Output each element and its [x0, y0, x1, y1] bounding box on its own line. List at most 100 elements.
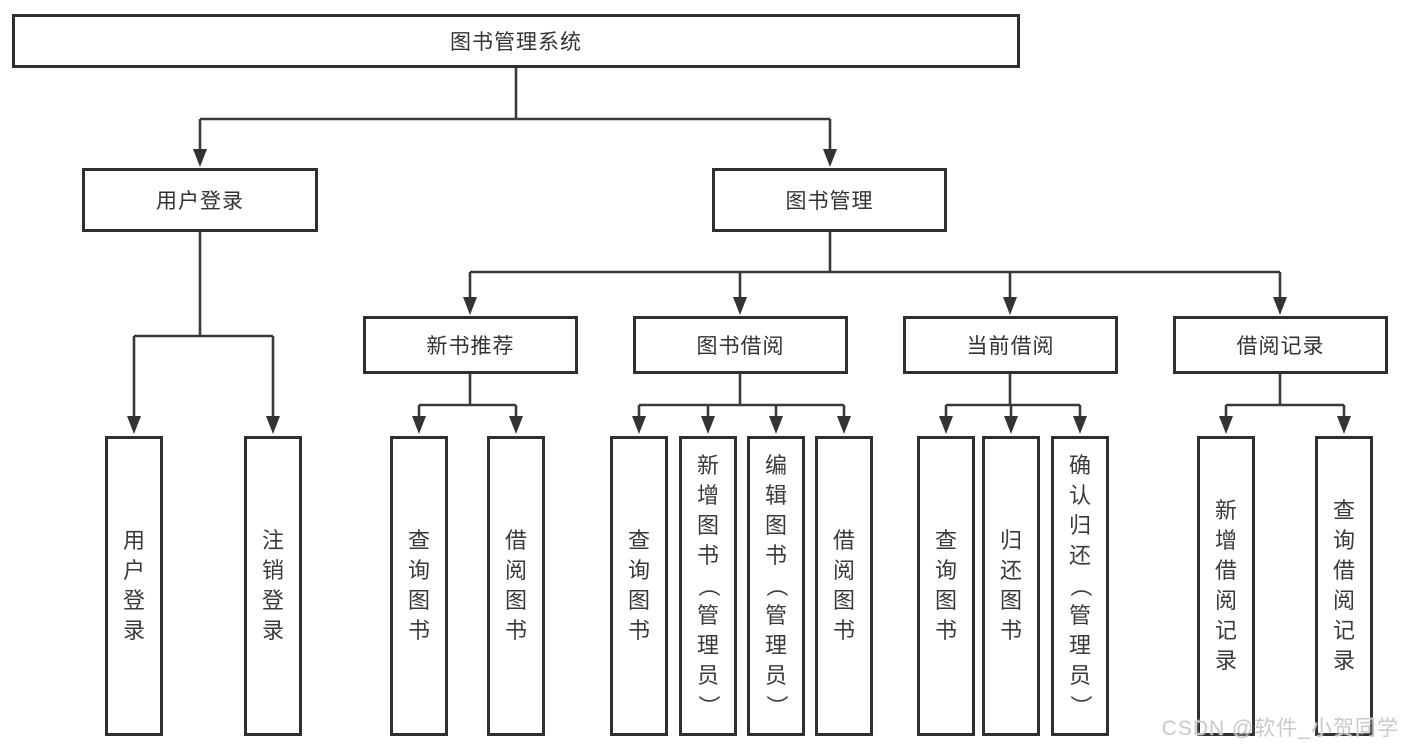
vertical-char: （	[763, 574, 789, 598]
node-label: 新书推荐	[426, 335, 515, 358]
node-current-borrowing: 当前借阅	[903, 316, 1118, 374]
leaf-logout-login: 注销登录	[244, 436, 302, 736]
vertical-char: 阅	[504, 558, 527, 583]
vertical-char: 图	[407, 588, 430, 613]
vertical-char: 询	[627, 558, 650, 583]
vertical-char: 图	[999, 588, 1022, 613]
node-book-management: 图书管理	[712, 168, 947, 232]
vertical-char: 录	[122, 618, 145, 643]
node-book-borrowing: 图书借阅	[633, 316, 848, 374]
vertical-char: 图	[696, 513, 719, 538]
vertical-char: 归	[999, 528, 1022, 553]
vertical-char: （	[1067, 574, 1093, 598]
vertical-char: 增	[696, 483, 719, 508]
vertical-char: 图	[504, 588, 527, 613]
vertical-char: 员	[764, 663, 787, 688]
vertical-char: 图	[832, 588, 855, 613]
vertical-char: 借	[832, 528, 855, 553]
vertical-char: 户	[122, 558, 145, 583]
vertical-char: 员	[696, 663, 719, 688]
vertical-char: 新	[696, 453, 719, 478]
vertical-char: 查	[1332, 498, 1355, 523]
vertical-char: ）	[763, 694, 789, 718]
leaf-user-login: 用户登录	[105, 436, 163, 736]
vertical-char: 登	[261, 588, 284, 613]
vertical-char: 书	[627, 618, 650, 643]
vertical-char: 理	[1068, 633, 1091, 658]
vertical-char: 图	[627, 588, 650, 613]
vertical-char: 销	[261, 558, 284, 583]
vertical-char: 还	[999, 558, 1022, 583]
vertical-char: 员	[1068, 663, 1091, 688]
vertical-char: 查	[407, 528, 430, 553]
vertical-char: 图	[764, 513, 787, 538]
vertical-char: 录	[261, 618, 284, 643]
leaf-confirm-return-admin: 确认归还 （ 管理员 ）	[1051, 436, 1109, 736]
leaf-query-books-current: 查询图书	[917, 436, 975, 736]
node-label: 借阅记录	[1236, 335, 1325, 358]
vertical-char: 阅	[832, 558, 855, 583]
vertical-char: 询	[1332, 528, 1355, 553]
node-library-management-system: 图书管理系统	[12, 14, 1020, 68]
vertical-char: 归	[1068, 513, 1091, 538]
leaf-borrow-books-recommend: 借阅图书	[487, 436, 545, 736]
vertical-char: 查	[934, 528, 957, 553]
leaf-return-books: 归还图书	[982, 436, 1040, 736]
node-borrowing-records: 借阅记录	[1173, 316, 1388, 374]
vertical-char: ）	[695, 694, 721, 718]
leaf-add-books-admin: 新增图书 （ 管理员 ）	[679, 436, 737, 736]
leaf-borrow-books-borrow: 借阅图书	[815, 436, 873, 736]
node-label: 当前借阅	[966, 335, 1055, 358]
vertical-char: 借	[1214, 558, 1237, 583]
vertical-char: 询	[934, 558, 957, 583]
vertical-char: 图	[934, 588, 957, 613]
vertical-char: 录	[1332, 648, 1355, 673]
vertical-char: 管	[696, 603, 719, 628]
vertical-char: 编	[764, 453, 787, 478]
vertical-char: 书	[934, 618, 957, 643]
leaf-edit-books-admin: 编辑图书 （ 管理员 ）	[747, 436, 805, 736]
vertical-char: 书	[832, 618, 855, 643]
leaf-query-borrow-record: 查询借阅记录	[1315, 436, 1373, 736]
vertical-char: 登	[122, 588, 145, 613]
vertical-char: 记	[1332, 618, 1355, 643]
node-label: 图书管理系统	[450, 31, 582, 54]
leaf-add-borrow-record: 新增借阅记录	[1197, 436, 1255, 736]
vertical-char: 书	[407, 618, 430, 643]
vertical-char: 借	[504, 528, 527, 553]
node-label: 用户登录	[156, 190, 244, 213]
vertical-char: 理	[764, 633, 787, 658]
vertical-char: ）	[1067, 694, 1093, 718]
vertical-char: 管	[764, 603, 787, 628]
vertical-char: 理	[696, 633, 719, 658]
node-user-login: 用户登录	[82, 168, 318, 232]
vertical-char: 询	[407, 558, 430, 583]
node-new-book-recommendation: 新书推荐	[363, 316, 578, 374]
vertical-char: 确	[1068, 453, 1091, 478]
vertical-char: 辑	[764, 483, 787, 508]
vertical-char: 书	[696, 543, 719, 568]
vertical-char: 阅	[1214, 588, 1237, 613]
leaf-query-books-recommend: 查询图书	[390, 436, 448, 736]
vertical-char: 用	[122, 528, 145, 553]
vertical-char: （	[695, 574, 721, 598]
node-label: 图书管理	[785, 190, 874, 213]
leaf-query-books-borrow: 查询图书	[610, 436, 668, 736]
watermark-csdn: CSDN @软件_小贺同学	[1161, 717, 1399, 740]
vertical-char: 新	[1214, 498, 1237, 523]
vertical-char: 查	[627, 528, 650, 553]
vertical-char: 书	[504, 618, 527, 643]
vertical-char: 注	[261, 528, 284, 553]
vertical-char: 认	[1068, 483, 1091, 508]
vertical-char: 书	[764, 543, 787, 568]
vertical-char: 录	[1214, 648, 1237, 673]
vertical-char: 还	[1068, 543, 1091, 568]
node-label: 图书借阅	[696, 335, 785, 358]
vertical-char: 借	[1332, 558, 1355, 583]
vertical-char: 记	[1214, 618, 1237, 643]
vertical-char: 管	[1068, 603, 1091, 628]
vertical-char: 增	[1214, 528, 1237, 553]
vertical-char: 书	[999, 618, 1022, 643]
